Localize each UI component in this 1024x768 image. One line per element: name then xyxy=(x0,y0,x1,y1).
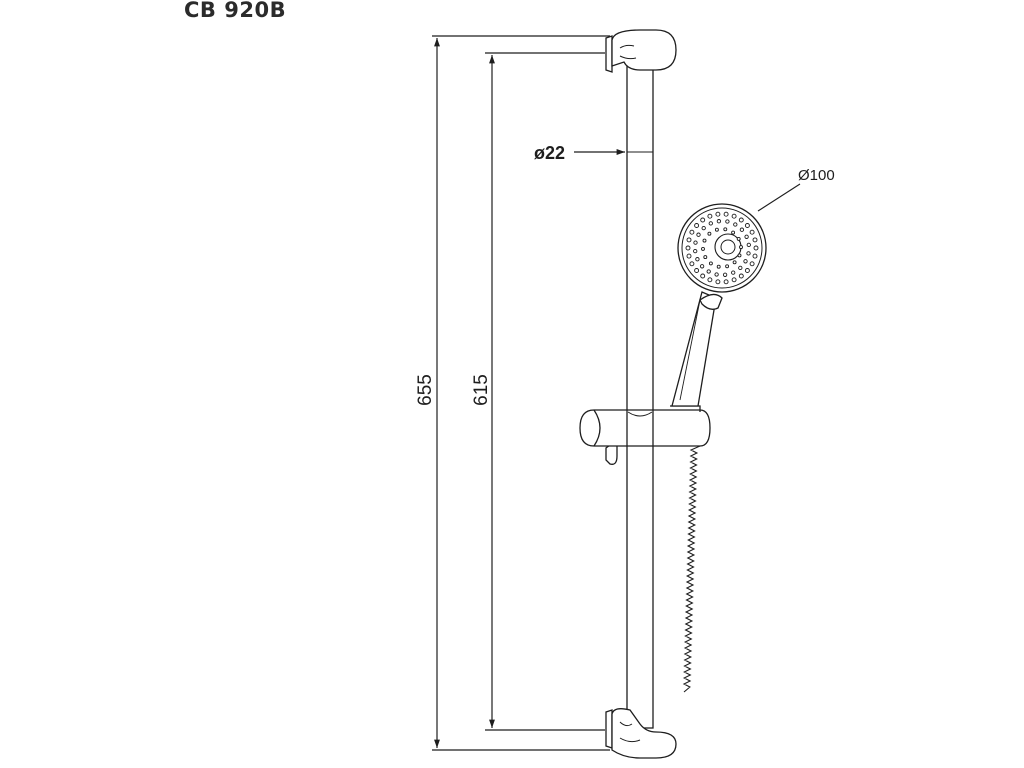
spray-nozzle xyxy=(714,272,719,277)
spray-nozzle xyxy=(731,270,736,275)
spray-nozzle xyxy=(686,237,692,243)
spray-nozzle xyxy=(699,264,705,269)
shower-hose xyxy=(682,445,701,693)
rail-tube xyxy=(626,57,654,729)
spray-nozzle xyxy=(715,211,721,217)
spray-nozzle xyxy=(715,279,721,285)
label-655: 655 xyxy=(415,374,436,406)
spray-nozzle xyxy=(694,268,700,273)
spray-nozzle xyxy=(701,246,705,251)
spray-nozzle xyxy=(707,277,713,283)
spray-nozzle xyxy=(743,259,748,264)
hand-shower xyxy=(671,203,767,407)
spray-nozzle xyxy=(746,251,751,256)
slide-rail xyxy=(626,57,654,729)
holder-body xyxy=(579,409,711,447)
spray-nozzle xyxy=(700,217,706,223)
spray-nozzle xyxy=(725,219,730,224)
bottom-bracket-detail xyxy=(619,721,641,743)
spray-nozzle xyxy=(708,221,713,226)
spray-nozzles xyxy=(685,211,759,285)
top-bracket-wall-plate xyxy=(605,35,613,73)
spray-nozzle xyxy=(707,213,713,219)
spray-nozzle xyxy=(733,222,738,227)
spray-nozzle xyxy=(702,238,707,243)
handle-highlight xyxy=(679,299,701,401)
spray-nozzle xyxy=(744,223,750,228)
spray-nozzle xyxy=(693,240,698,245)
dimension-bracket-spacing xyxy=(485,52,605,731)
label-615: 615 xyxy=(471,374,492,406)
spray-nozzle xyxy=(701,225,706,231)
spray-nozzle xyxy=(739,227,745,232)
spray-nozzle xyxy=(731,213,737,219)
model-title: CB 920B xyxy=(184,0,287,22)
spray-nozzle xyxy=(703,255,708,260)
spray-nozzle xyxy=(722,272,728,277)
spray-nozzle xyxy=(749,261,755,267)
spray-nozzle xyxy=(725,264,730,269)
spray-nozzle xyxy=(695,257,700,262)
spray-nozzle xyxy=(752,237,758,243)
leader-head-diameter: Ø100 xyxy=(757,167,835,212)
label-rail-diameter: ø22 xyxy=(534,143,565,163)
spray-nozzle xyxy=(689,261,695,267)
spray-nozzle xyxy=(731,230,736,235)
spray-nozzle xyxy=(746,242,751,248)
spray-nozzle xyxy=(752,253,758,259)
leader-rail-diameter: ø22 xyxy=(534,143,625,163)
spray-nozzle xyxy=(749,229,755,235)
spray-nozzle xyxy=(700,273,706,279)
spray-nozzle xyxy=(693,248,698,254)
spray-nozzle xyxy=(736,236,741,241)
spray-nozzle xyxy=(738,217,744,223)
sliding-holder xyxy=(579,405,711,465)
spray-nozzle xyxy=(716,219,722,224)
center-spray-core xyxy=(720,239,736,255)
spray-nozzle xyxy=(723,279,729,285)
spray-nozzle xyxy=(708,261,713,266)
top-wall-bracket xyxy=(605,29,677,73)
bottom-wall-bracket xyxy=(605,708,677,759)
bottom-bracket-wall-plate xyxy=(605,709,613,749)
spray-nozzle xyxy=(737,253,742,258)
spray-nozzle xyxy=(707,231,712,236)
spray-nozzle xyxy=(744,234,749,239)
head-neck xyxy=(699,293,723,310)
top-bracket-detail xyxy=(619,44,637,60)
spray-nozzle xyxy=(685,245,691,251)
holder-groove xyxy=(627,411,653,417)
label-head-diameter: Ø100 xyxy=(798,167,835,184)
bottom-bracket-body xyxy=(611,708,677,759)
spray-nozzle xyxy=(716,264,721,269)
spray-nozzle xyxy=(694,223,700,228)
spray-nozzle xyxy=(706,269,711,274)
spray-nozzle xyxy=(689,229,695,235)
spray-nozzle xyxy=(738,273,744,279)
spray-nozzle xyxy=(686,253,692,259)
spray-nozzle xyxy=(731,277,737,283)
top-bracket-body xyxy=(611,29,677,71)
spray-nozzle xyxy=(723,211,729,217)
spray-nozzle xyxy=(738,265,743,271)
spray-nozzle xyxy=(714,227,719,232)
spray-nozzle xyxy=(732,260,737,265)
spray-nozzle xyxy=(753,245,759,251)
leader-line-100 xyxy=(757,183,801,212)
spray-nozzle xyxy=(739,245,743,250)
dimension-overall-height xyxy=(432,35,610,751)
spray-nozzle xyxy=(723,227,728,232)
holder-left-cap xyxy=(593,409,601,447)
spray-nozzle xyxy=(744,268,750,273)
spray-nozzle xyxy=(696,232,701,237)
